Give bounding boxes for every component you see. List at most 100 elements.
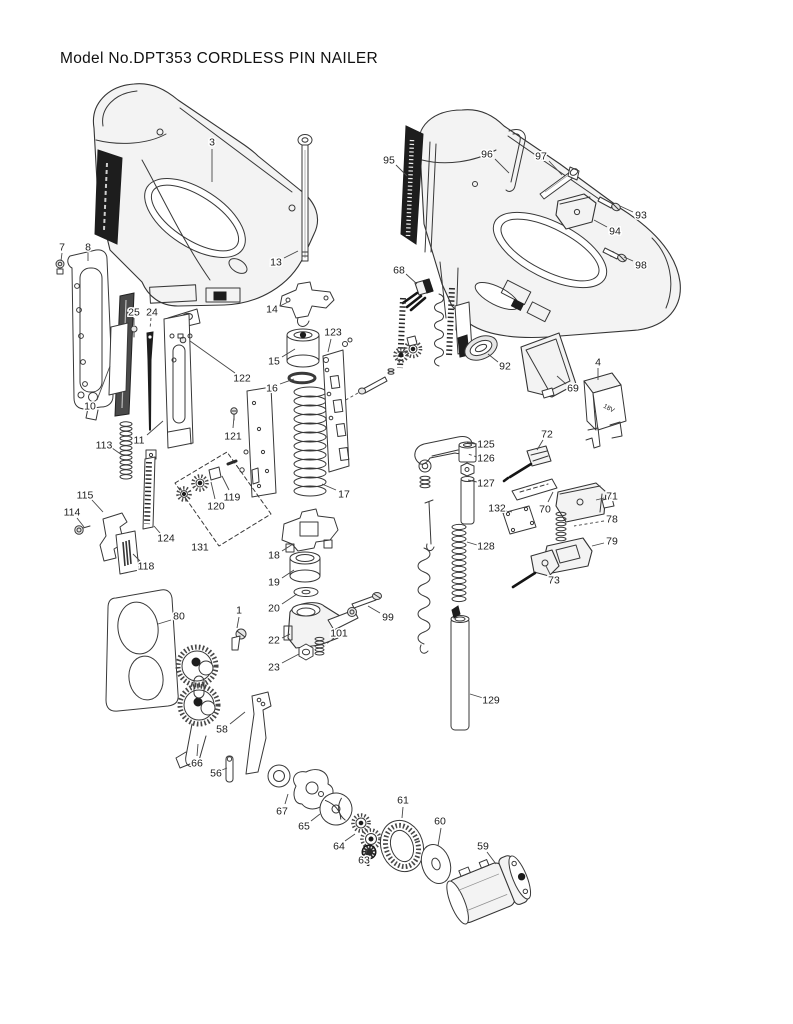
leader-line-24 <box>149 317 152 330</box>
part-label-79: 79 <box>606 536 618 548</box>
leader-line-123 <box>327 338 332 353</box>
leader-line-120 <box>210 481 216 500</box>
part-label-22: 22 <box>268 635 280 647</box>
part-label-67: 67 <box>276 806 288 818</box>
part-label-17: 17 <box>338 489 350 501</box>
leader-line-11 <box>146 420 164 436</box>
part-label-132: 132 <box>488 503 506 515</box>
leader-line-127 <box>467 479 478 483</box>
leader-line-22 <box>281 633 291 639</box>
leader-line-18 <box>281 543 294 552</box>
part-label-61: 61 <box>397 795 409 807</box>
part-label-58: 58 <box>216 724 228 736</box>
leader-line-122 <box>189 340 236 374</box>
leader-line-95 <box>395 164 408 177</box>
leader-line-19 <box>281 569 295 579</box>
part-label-101: 101 <box>330 628 348 640</box>
part-label-99: 99 <box>382 612 394 624</box>
part-label-24: 24 <box>146 307 158 319</box>
page-title: Model No.DPT353 CORDLESS PIN NAILER <box>60 50 378 67</box>
part-label-68: 68 <box>393 265 405 277</box>
leader-line-101 <box>324 637 335 646</box>
part-label-19: 19 <box>268 577 280 589</box>
part-label-66: 66 <box>191 758 203 770</box>
part-label-121: 121 <box>224 431 242 443</box>
leader-line-56 <box>221 767 228 771</box>
part-label-64: 64 <box>333 841 345 853</box>
motor-59-drawing <box>446 855 532 925</box>
leader-line-115 <box>91 499 104 513</box>
leader-line-70 <box>547 491 554 503</box>
magazine-assembly-drawing <box>55 249 154 431</box>
switch-cluster-drawing <box>502 445 615 589</box>
part-label-73: 73 <box>548 575 560 587</box>
leader-line-94 <box>593 219 608 228</box>
leader-line-1 <box>236 616 240 629</box>
part-label-124: 124 <box>157 533 175 545</box>
part-label-97: 97 <box>535 151 547 163</box>
left-small-parts-drawing <box>74 421 157 575</box>
part-label-69: 69 <box>567 383 579 395</box>
part-label-94: 94 <box>609 226 621 238</box>
leader-line-78 <box>573 520 605 527</box>
center-stack-drawing <box>279 134 353 497</box>
leader-line-126 <box>467 453 478 458</box>
part-label-115: 115 <box>77 490 94 502</box>
part-label-80: 80 <box>173 611 185 623</box>
part-label-71: 71 <box>606 491 618 503</box>
leader-line-23 <box>281 653 300 664</box>
part-label-11: 11 <box>134 435 145 447</box>
leader-line-128 <box>466 541 478 546</box>
part-label-122: 122 <box>233 373 251 385</box>
battery-voltage-marking: 18V <box>602 403 616 415</box>
leader-line-63 <box>365 846 369 854</box>
piston-base-stack-drawing <box>231 508 382 661</box>
leader-line-61 <box>401 806 404 819</box>
leader-line-132 <box>503 509 513 513</box>
leader-line-72 <box>536 439 544 451</box>
part-label-8: 8 <box>85 242 91 254</box>
part-label-63: 63 <box>358 855 370 867</box>
mid-cluster-drawing <box>343 278 473 402</box>
leader-line-65 <box>310 813 321 822</box>
part-label-114: 114 <box>64 507 81 519</box>
guide-plate-assembly-drawing <box>163 308 277 498</box>
leader-line-17 <box>321 483 337 491</box>
leader-line-125 <box>466 442 478 445</box>
leader-line-66 <box>196 743 199 757</box>
leader-line-98 <box>623 256 634 262</box>
part-label-96: 96 <box>481 149 493 161</box>
leader-line-99 <box>367 605 381 614</box>
part-label-93: 93 <box>635 210 647 222</box>
part-label-128: 128 <box>477 541 495 553</box>
part-label-59: 59 <box>477 841 489 853</box>
part-label-4: 4 <box>595 357 601 369</box>
part-label-23: 23 <box>268 662 280 674</box>
part-label-129: 129 <box>482 695 500 707</box>
leader-line-67 <box>284 793 289 805</box>
leader-line-7 <box>60 252 63 262</box>
leader-line-121 <box>232 416 235 429</box>
leader-line-14 <box>279 300 291 307</box>
leader-line-64 <box>344 833 356 842</box>
leader-line-10 <box>96 365 111 401</box>
part-label-25: 25 <box>128 307 140 319</box>
part-label-125: 125 <box>477 439 495 451</box>
leader-line-13 <box>283 250 299 259</box>
part-label-118: 118 <box>138 561 155 573</box>
housing-right-drawing <box>400 109 681 338</box>
part-label-7: 7 <box>59 242 65 254</box>
part-label-127: 127 <box>477 478 495 490</box>
part-label-123: 123 <box>324 327 342 339</box>
leader-line-96 <box>494 158 510 174</box>
gear-train-drawing <box>175 644 334 810</box>
part-label-3: 3 <box>209 137 215 149</box>
leader-line-129 <box>469 693 484 699</box>
leader-line-97 <box>548 160 563 176</box>
part-label-60: 60 <box>434 816 446 828</box>
motor-drive-drawing <box>318 791 532 925</box>
part-label-120: 120 <box>207 501 225 513</box>
leader-line-71 <box>595 497 605 501</box>
